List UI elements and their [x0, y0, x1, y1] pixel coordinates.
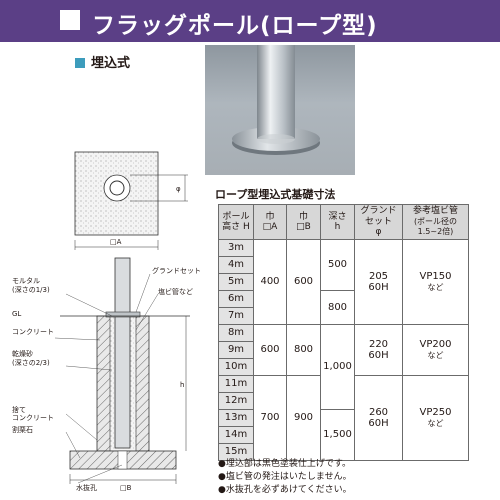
th-width-b: 巾□B: [286, 204, 321, 240]
note-item: ●塩ビ管の発注はいたしません。: [218, 472, 352, 482]
height-cell: 13m: [218, 409, 254, 427]
title-bar: フラッグポール(ロープ型): [0, 0, 500, 42]
depth-cell: 1,000: [320, 324, 355, 410]
label-sute: 捨て: [12, 405, 26, 414]
label-ground-set: グランドセット: [152, 266, 201, 275]
section-h-label: h: [180, 381, 184, 389]
label-gl: GL: [12, 310, 21, 318]
section-heading: 埋込式: [75, 52, 130, 71]
depth-cell: 1,500: [320, 409, 355, 461]
height-cell: 4m: [218, 256, 254, 274]
section-heading-label: 埋込式: [91, 56, 131, 71]
section-marker-icon: [75, 58, 85, 68]
height-cell: 15m: [218, 443, 254, 461]
foundation-diagram: φ □A □B h モルタル: [12, 151, 201, 492]
height-cell: 9m: [218, 341, 254, 359]
note-item: ●水抜孔を必ずあけてください。: [218, 485, 352, 495]
table-row: 12m: [218, 392, 469, 410]
table-row: 15m: [218, 443, 469, 461]
product-photo: [205, 45, 355, 175]
b-cell: 600: [286, 239, 321, 325]
height-cell: 3m: [218, 239, 254, 257]
b-cell: 800: [286, 324, 321, 376]
height-cell: 10m: [218, 358, 254, 376]
label-sute-concrete: コンクリート: [12, 414, 54, 422]
height-cell: 8m: [218, 324, 254, 342]
label-dry-sand: 乾燥砂: [12, 349, 33, 358]
table-row: 7m: [218, 307, 469, 325]
label-pvc-pipe: 塩ビ管など: [158, 287, 193, 296]
table-row: 5m: [218, 273, 469, 291]
height-cell: 11m: [218, 375, 254, 393]
th-pole: ポール高さ H: [218, 204, 254, 240]
a-cell: 700: [253, 375, 287, 461]
section-view: □B h モルタル (深さの1/3) GL コンクリート 乾燥砂 (深さの2/3…: [12, 257, 201, 492]
th-pvc: 参考塩ビ管(ポール径の1.5~2倍): [402, 204, 469, 240]
plan-a-label: □A: [110, 238, 122, 246]
plan-view: φ □A: [74, 151, 188, 250]
label-concrete: コンクリート: [12, 328, 54, 336]
table-title: ロープ型埋込式基礎寸法: [215, 188, 336, 201]
b-cell: 900: [286, 375, 321, 461]
height-cell: 7m: [218, 307, 254, 325]
label-drain: 水抜孔: [76, 483, 97, 492]
a-cell: 600: [253, 324, 287, 376]
depth-cell: 800: [320, 290, 355, 325]
table-row: 9m: [218, 341, 469, 359]
th-width-a: 巾□A: [253, 204, 287, 240]
height-cell: 6m: [218, 290, 254, 308]
table-row: 13m 1,500: [218, 409, 469, 461]
table-row: 6m 800: [218, 290, 469, 325]
height-cell: 14m: [218, 426, 254, 444]
label-mortar: モルタル: [12, 276, 40, 285]
depth-cell: 500: [320, 239, 355, 291]
label-gravel: 割栗石: [12, 425, 33, 434]
notes: ●埋込部は黒色塗装仕上げです。 ●塩ビ管の発注はいたしません。 ●水抜孔を必ずあ…: [218, 458, 352, 497]
a-cell: 400: [253, 239, 287, 325]
note-item: ●埋込部は黒色塗装仕上げです。: [218, 459, 351, 469]
section-b-label: □B: [120, 484, 132, 492]
plan-phi-label: φ: [176, 185, 181, 193]
title-square-mark: [60, 10, 80, 30]
height-cell: 5m: [218, 273, 254, 291]
page-title: フラッグポール(ロープ型): [92, 13, 378, 39]
label-mortar-depth: (深さの1/3): [12, 285, 50, 294]
label-dry-sand-depth: (深さの2/3): [12, 358, 50, 367]
height-cell: 12m: [218, 392, 254, 410]
